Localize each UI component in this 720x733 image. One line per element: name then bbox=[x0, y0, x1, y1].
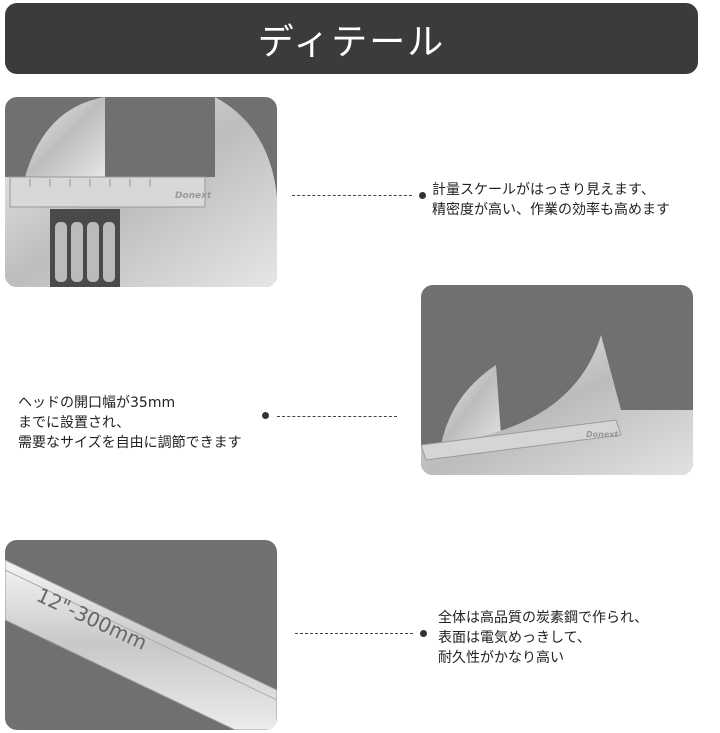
feature-description: 全体は高品質の炭素鋼で作られ、 表面は電気めっきして、 耐久性がかなり高い bbox=[438, 608, 648, 668]
feature-description: ヘッドの開口幅が35mm までに設置され、 需要なサイズを自由に調節できます bbox=[18, 393, 242, 453]
description-line: 全体は高品質の炭素鋼で作られ、 bbox=[438, 610, 649, 626]
description-line: ヘッドの開口幅が35mm bbox=[18, 395, 176, 411]
description-line: 表面は電気めっきして、 bbox=[438, 630, 591, 646]
connector-line bbox=[277, 416, 397, 417]
jaw-opening-image: Donext bbox=[421, 285, 693, 475]
brand-logo: Donext bbox=[586, 430, 619, 439]
section-title: ディテール bbox=[257, 21, 446, 63]
connector-dot bbox=[420, 630, 427, 637]
description-line: 計量スケールがはっきり見えます、 bbox=[432, 182, 655, 198]
handle-closeup-image: 12"-300mm bbox=[5, 540, 277, 730]
description-line: 需要なサイズを自由に調節できます bbox=[18, 435, 242, 451]
feature-description: 計量スケールがはっきり見えます、 精密度が高い、作業の効率も高めます bbox=[432, 180, 670, 220]
connector-line bbox=[292, 195, 412, 196]
description-line: までに設置され、 bbox=[18, 415, 131, 431]
description-line: 耐久性がかなり高い bbox=[438, 650, 564, 666]
description-line: 精密度が高い、作業の効率も高めます bbox=[432, 202, 670, 218]
connector-dot bbox=[262, 412, 269, 419]
section-header: ディテール bbox=[5, 3, 698, 74]
connector-dot bbox=[419, 192, 426, 199]
brand-logo: Donext bbox=[175, 191, 212, 201]
scale-closeup-image: Donext bbox=[5, 97, 277, 287]
connector-line bbox=[295, 633, 413, 634]
